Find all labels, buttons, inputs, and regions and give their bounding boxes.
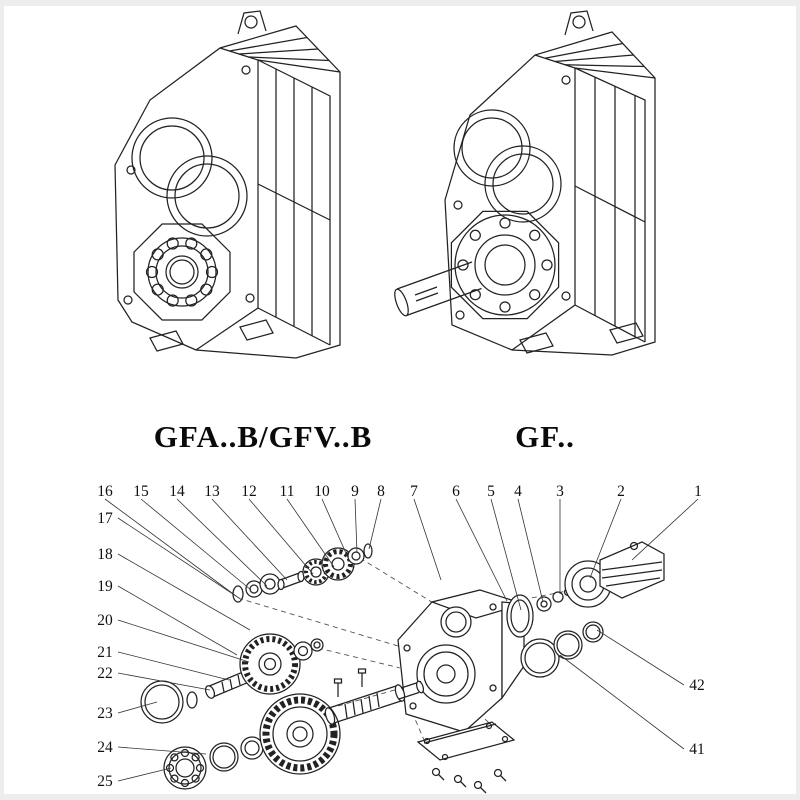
part-number-16: 16 bbox=[97, 483, 113, 500]
part-number-14: 14 bbox=[169, 483, 185, 500]
part-numbers-right: 42 41 bbox=[689, 677, 705, 758]
part-number-20: 20 bbox=[97, 612, 113, 629]
part-number-4: 4 bbox=[514, 483, 522, 500]
part-number-7: 7 bbox=[410, 483, 418, 500]
output-gear-and-shaft bbox=[259, 668, 425, 775]
part-number-11: 11 bbox=[280, 483, 295, 500]
part-number-41: 41 bbox=[689, 741, 705, 758]
input-shaft-parts bbox=[232, 543, 373, 603]
part-number-1: 1 bbox=[694, 483, 702, 500]
part-number-23: 23 bbox=[97, 705, 113, 722]
part-number-12: 12 bbox=[241, 483, 257, 500]
model-label-left: GFA..B/GFV..B bbox=[154, 419, 373, 454]
part-number-24: 24 bbox=[97, 739, 113, 756]
cover-plate-and-screws bbox=[416, 721, 516, 794]
part-numbers-top: 16 15 14 13 12 11 10 9 8 7 6 5 4 3 2 1 bbox=[97, 483, 702, 500]
part-number-8: 8 bbox=[377, 483, 385, 500]
part-number-17: 17 bbox=[97, 510, 113, 527]
part-number-21: 21 bbox=[97, 644, 113, 661]
part-number-5: 5 bbox=[487, 483, 495, 500]
part-number-15: 15 bbox=[133, 483, 149, 500]
part-number-10: 10 bbox=[314, 483, 330, 500]
leader-lines bbox=[104, 498, 699, 782]
part-number-18: 18 bbox=[97, 546, 113, 563]
part-numbers-left: 17 18 19 20 21 22 23 24 25 bbox=[97, 510, 113, 790]
output-bearing-set bbox=[163, 732, 281, 790]
intermediate-gear-cluster bbox=[186, 633, 324, 709]
exploded-view: 16 15 14 13 12 11 10 9 8 7 6 5 4 3 2 1 1… bbox=[97, 483, 705, 794]
part-number-22: 22 bbox=[97, 665, 113, 682]
part-number-3: 3 bbox=[556, 483, 564, 500]
gearbox-right-drawing bbox=[394, 10, 656, 356]
part-number-19: 19 bbox=[97, 578, 113, 595]
part-number-25: 25 bbox=[97, 773, 113, 790]
part-number-42: 42 bbox=[689, 677, 705, 694]
part-number-13: 13 bbox=[204, 483, 220, 500]
gasket-and-fasteners bbox=[506, 587, 573, 638]
part-number-2: 2 bbox=[617, 483, 625, 500]
part-number-6: 6 bbox=[452, 483, 460, 500]
gearbox-left-drawing bbox=[114, 10, 341, 359]
model-label-right: GF.. bbox=[515, 419, 575, 454]
part-number-9: 9 bbox=[351, 483, 359, 500]
housing bbox=[397, 589, 527, 733]
cover-ring bbox=[140, 680, 184, 724]
motor-adapter bbox=[564, 541, 665, 608]
retaining-rings bbox=[520, 621, 604, 678]
